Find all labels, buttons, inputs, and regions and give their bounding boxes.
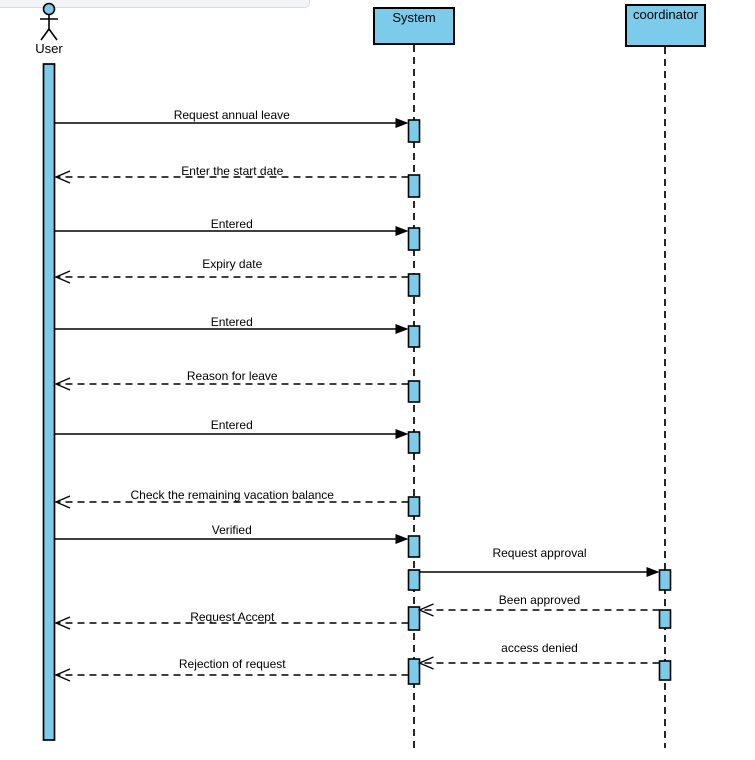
arrowhead-open-icon [54,495,71,509]
message-label-entered[interactable]: Entered [211,418,253,432]
arrowhead-filled-icon [395,324,409,334]
browser-chrome-fragment [0,0,310,8]
arrowhead-open-icon [54,377,71,391]
activation-bar-user[interactable] [42,63,56,741]
activation-system[interactable] [407,658,421,685]
message-label-access-denied[interactable]: access denied [501,641,578,655]
activation-system[interactable] [407,174,421,198]
message-label-reason-for-leave[interactable]: Reason for leave [187,369,278,383]
activation-system[interactable] [407,569,421,591]
message-label-entered[interactable]: Entered [211,217,253,231]
message-label-request-accept[interactable]: Request Accept [190,610,275,624]
message-label-check-the-remaining-vacation-balance[interactable]: Check the remaining vacation balance [131,488,335,502]
arrowhead-open-icon [417,656,434,670]
activation-system[interactable] [407,227,421,251]
arrowhead-filled-icon [395,429,409,439]
message-label-rejection-of-request[interactable]: Rejection of request [179,657,286,671]
actor-icon [40,2,58,41]
lifeline-head-system-label: System [392,10,436,25]
activation-system[interactable] [407,273,421,297]
message-label-expiry-date[interactable]: Expiry date [202,257,262,271]
activation-system[interactable] [407,325,421,348]
activation-system[interactable] [407,431,421,454]
message-label-entered[interactable]: Entered [211,315,253,329]
arrowhead-filled-icon [395,534,409,544]
activation-system[interactable] [407,119,421,143]
message-label-enter-the-start-date[interactable]: Enter the start date [181,164,283,178]
arrowhead-open-icon [54,270,71,284]
activation-coordinator[interactable] [658,660,672,681]
arrowhead-filled-icon [395,118,409,128]
arrowhead-open-icon [54,668,71,682]
actor-label: User [35,41,63,56]
activation-system[interactable] [407,606,421,631]
message-label-request-approval[interactable]: Request approval [492,546,586,560]
lifeline-head-coordinator[interactable]: coordinator [625,4,706,47]
lifeline-head-system[interactable]: System [373,7,455,45]
activation-system[interactable] [407,496,421,517]
arrowhead-open-icon [54,170,71,184]
actor-user[interactable]: User [24,2,74,56]
message-label-been-approved[interactable]: Been approved [499,593,580,607]
arrowhead-filled-icon [646,567,660,577]
message-label-verified[interactable]: Verified [212,523,252,537]
message-label-request-annual-leave[interactable]: Request annual leave [174,108,290,122]
arrowhead-open-icon [54,616,71,630]
activation-system[interactable] [407,380,421,403]
lifeline-head-coordinator-label: coordinator [632,7,699,22]
activation-system[interactable] [407,535,421,558]
arrowhead-filled-icon [395,226,409,236]
activation-coordinator[interactable] [658,609,672,629]
arrowhead-open-icon [417,603,434,617]
activation-coordinator[interactable] [658,569,672,591]
